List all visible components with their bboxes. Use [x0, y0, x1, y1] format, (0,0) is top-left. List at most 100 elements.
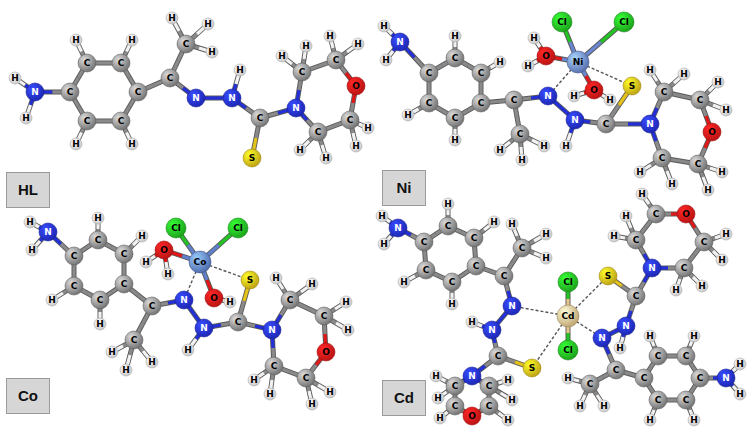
atom-sphere [581, 375, 599, 393]
atom-label: H [326, 387, 334, 397]
atom-sphere [666, 178, 678, 190]
atom-label: H [96, 319, 104, 329]
atom-label: H [148, 357, 156, 367]
atom-label: H [722, 105, 730, 115]
atom-sphere [696, 280, 708, 292]
atom-sphere [675, 259, 693, 277]
panel-label: HL [18, 181, 38, 199]
atom-sphere [608, 230, 620, 242]
atom-label: O [322, 347, 330, 357]
atom-label: C [495, 351, 502, 361]
atom-sphere [449, 30, 461, 42]
atom-sphere [65, 277, 83, 295]
atom-label: C [683, 351, 690, 361]
atom-sphere [585, 81, 603, 99]
atom-sphere [376, 210, 388, 222]
atom-sphere [347, 77, 365, 95]
atom-sphere [89, 231, 107, 249]
atom-sphere [243, 149, 261, 167]
atom-label: H [496, 145, 504, 155]
atom-label: C [118, 58, 125, 68]
atom-label: H [646, 331, 654, 341]
atom-label: C [71, 281, 78, 291]
atom-label: Cl [563, 277, 573, 287]
atom-sphere [155, 241, 173, 259]
atom-label: H [616, 343, 624, 353]
atom-sphere [120, 364, 132, 376]
atom-label: H [250, 375, 258, 385]
atom-sphere [129, 83, 147, 101]
atom-sphere [434, 412, 446, 424]
atom-label: C [426, 68, 433, 78]
atom-sphere [593, 329, 611, 347]
atom-label: Co [194, 257, 207, 267]
atom-sphere [362, 122, 374, 134]
atom-label: H [636, 167, 644, 177]
atom-sphere [472, 94, 490, 112]
atom-label: Cl [563, 345, 573, 355]
atom-label: N [396, 37, 404, 47]
atom-sphere [614, 12, 634, 32]
atom-sphere [627, 287, 645, 305]
atom-label: H [508, 395, 516, 405]
atom-label: C [149, 301, 156, 311]
atom-label: H [722, 229, 730, 239]
atom-label: N [31, 87, 39, 97]
atom-label: O [468, 411, 476, 421]
atom-label: H [122, 365, 130, 375]
atom-sphere [599, 267, 617, 285]
atom-sphere [734, 358, 746, 370]
atom-label: N [648, 263, 656, 273]
atom-sphere [112, 54, 130, 72]
atom-sphere [560, 140, 572, 152]
atom-label: C [257, 113, 264, 123]
atom-label: H [680, 69, 688, 79]
panel-label-box: Cd [382, 380, 426, 416]
atom-sphere [644, 330, 656, 342]
atom-sphere [523, 359, 541, 377]
atom-sphere [340, 296, 352, 308]
atom-sphere [688, 330, 700, 342]
atom-sphere [480, 377, 498, 395]
atom-sphere [350, 140, 362, 152]
atom-label: C [287, 295, 294, 305]
atom-label: H [504, 375, 512, 385]
atom-label: C [683, 395, 690, 405]
atom-sphere [26, 83, 44, 101]
atom-label: C [681, 263, 688, 273]
atom-sphere [488, 216, 500, 228]
atom-sphere [136, 230, 148, 242]
panel-label: Cd [394, 389, 414, 407]
atom-sphere [175, 291, 193, 309]
atom-label: C [452, 401, 459, 411]
atom-label: C [587, 379, 594, 389]
atom-sphere [446, 298, 458, 310]
atom-label: H [28, 245, 36, 255]
atom-label: Cl [557, 17, 567, 27]
bond-group [15, 18, 740, 420]
atom-label: C [121, 279, 128, 289]
atom-sphere [644, 414, 656, 426]
atom-sphere [511, 125, 529, 143]
atom-sphere [91, 291, 109, 309]
atom-sphere [61, 83, 79, 101]
atom-sphere [94, 318, 106, 330]
atom-label: C [167, 73, 174, 83]
atom-sphere [241, 271, 259, 289]
atom-label: H [302, 41, 310, 51]
atom-sphere [494, 56, 506, 68]
atom-label: H [444, 199, 452, 209]
atom-sphere [420, 94, 438, 112]
atom-sphere [70, 34, 82, 46]
atom-sphere [678, 68, 690, 80]
atom-label: N [722, 373, 730, 383]
atom-sphere [65, 247, 83, 265]
atom-label: Ni [573, 57, 584, 67]
atom-sphere [643, 259, 661, 277]
atom-label: N [192, 93, 200, 103]
atom-label: C [473, 261, 480, 271]
atom-label: C [347, 115, 354, 125]
atom-label: Cl [233, 223, 243, 233]
atom-label: N [200, 323, 208, 333]
